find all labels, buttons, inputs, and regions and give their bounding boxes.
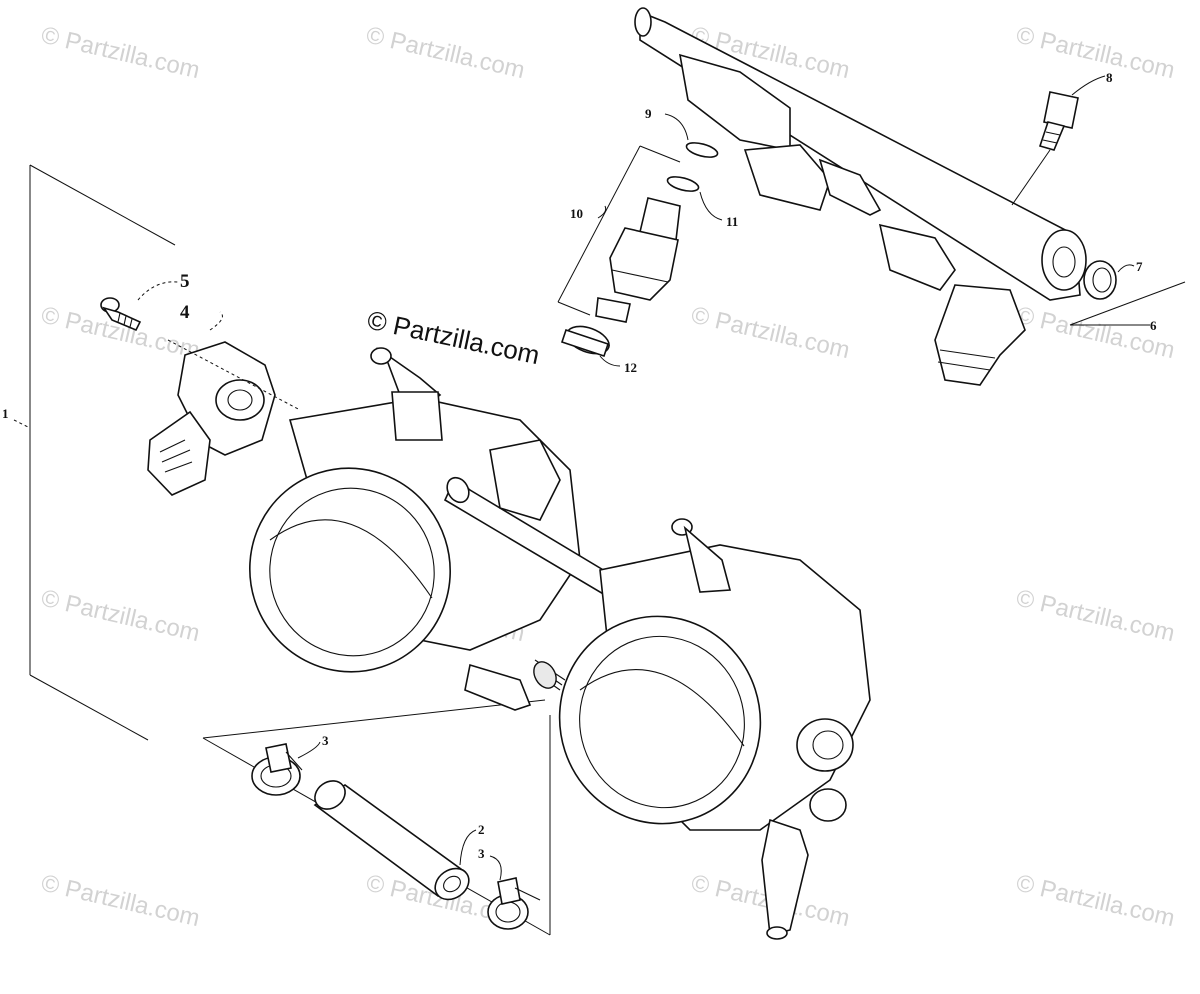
- bolt-8: [1038, 91, 1079, 151]
- screw-5: [100, 297, 142, 332]
- callout-1: 1: [2, 406, 9, 421]
- hose-clamp-lower: [487, 877, 541, 930]
- o-ring-11: [666, 176, 700, 192]
- watermark: © Partzilla.com: [39, 302, 203, 365]
- callout-3a: 3: [322, 733, 329, 748]
- callout-3b: 3: [478, 846, 485, 861]
- injector-seal-12: [560, 325, 610, 358]
- fuel-injector: [595, 197, 681, 323]
- callout-11: 11: [726, 214, 738, 229]
- watermark: © Partzilla.com: [39, 585, 203, 648]
- fuel-rail: [634, 7, 1087, 386]
- callout-4: 4: [180, 302, 190, 323]
- o-ring-7: [1083, 260, 1117, 300]
- callout-2: 2: [478, 822, 485, 837]
- watermark: © Partzilla.com: [1014, 870, 1178, 933]
- watermark: © Partzilla.com: [39, 870, 203, 933]
- watermark: © Partzilla.com: [1014, 585, 1178, 648]
- watermark: © Partzilla.com: [364, 22, 528, 85]
- o-ring-9: [685, 142, 719, 158]
- callout-12: 12: [624, 360, 637, 375]
- callout-7: 7: [1136, 259, 1143, 274]
- vacuum-hose: [313, 780, 470, 901]
- callout-8: 8: [1106, 70, 1113, 85]
- callout-10: 10: [570, 206, 583, 221]
- throttle-body-assembly: [249, 347, 871, 940]
- assembly-bracket-1: [13, 164, 176, 741]
- hose-clamp-upper: [251, 743, 303, 796]
- callout-9: 9: [645, 106, 652, 121]
- watermark: © Partzilla.com: [689, 302, 853, 365]
- watermark: © Partzilla.com: [1014, 22, 1178, 85]
- injector-kit-bracket: [557, 145, 681, 316]
- callout-6: 6: [1150, 318, 1157, 333]
- throttle-position-sensor: [147, 341, 276, 496]
- watermark: © Partzilla.com: [39, 22, 203, 85]
- callout-5: 5: [180, 271, 190, 292]
